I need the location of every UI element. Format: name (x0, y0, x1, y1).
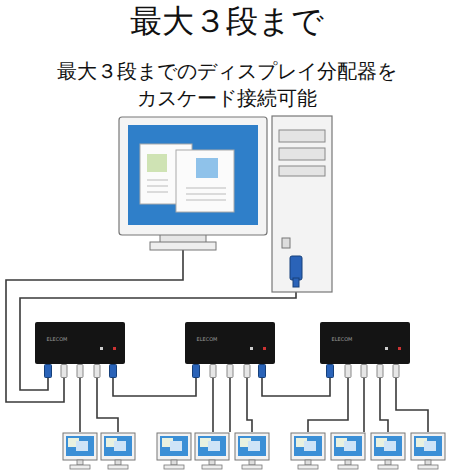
brand-mark: ELECOM (37, 336, 77, 343)
output-monitor (63, 433, 445, 469)
video-port (45, 365, 400, 378)
subtitle: 最大３段までのディスプレイ分配器を カスケード接続可能 (7, 58, 447, 112)
brand-mark: ELECOM (187, 336, 227, 343)
page-title: 最大３段まで (0, 2, 454, 40)
cable (6, 248, 428, 432)
pc-monitor (119, 117, 267, 250)
display-splitter (35, 322, 410, 364)
pc-tower (272, 116, 332, 292)
brand-mark: ELECOM (322, 336, 362, 343)
